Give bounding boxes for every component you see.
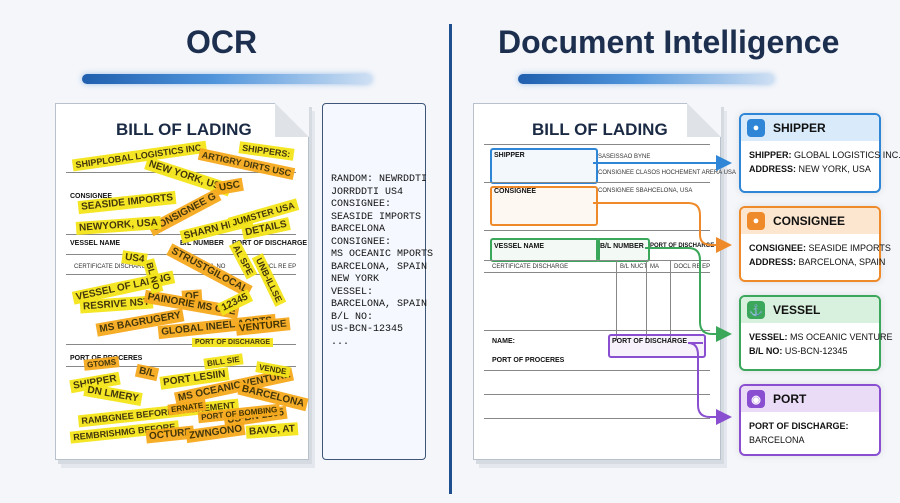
bl-field-box: [596, 238, 650, 262]
rule: [616, 260, 617, 340]
ocr-output-panel: RANDOM: NEWRDDTI JORRDDTI US4 CONSIGNEE:…: [322, 103, 433, 460]
card-value: SEASIDE IMPORTS: [806, 243, 891, 253]
ocr-document: BILL OF LADING CONSIGNEE VESSEL NAME B/L…: [55, 103, 309, 460]
consignee-field-box: [490, 186, 598, 226]
port-card-header: ◉ PORT: [741, 386, 879, 412]
document-intelligence-title: Document Intelligence: [498, 24, 840, 60]
vessel-label: VESSEL NAME: [494, 243, 545, 250]
rule: [484, 260, 710, 261]
rule: [66, 366, 296, 367]
vessel-connector: [645, 247, 732, 342]
card-key: SHIPPER:: [749, 150, 792, 160]
cert-label: CERTIFICATE DISCHARGE: [492, 264, 569, 270]
shipper-card-header: ● SHIPPER: [741, 115, 879, 141]
proceres-label: PORT OF PROCERES: [492, 357, 565, 364]
consignee-card-title: CONSIGNEE: [773, 214, 846, 228]
pod-field-box: [608, 334, 706, 358]
pod-small-label: DOCL RE EP: [674, 264, 711, 270]
bl-small-label: B/L NUCT: [620, 264, 648, 270]
rule: [484, 144, 710, 145]
card-key: ADDRESS:: [749, 257, 797, 267]
card-value: BARCELONA: [749, 435, 805, 445]
ship-icon: ⚓: [747, 301, 765, 319]
rule: [66, 274, 296, 275]
card-key: ADDRESS:: [749, 164, 797, 174]
rule: [66, 344, 296, 345]
consignee-connector: [593, 202, 732, 253]
vessel-card: ⚓ VESSEL VESSEL: MS OCEANIC VENTURE B/L …: [739, 295, 893, 371]
rule: [484, 394, 710, 395]
rule: [484, 370, 710, 371]
ocr-title: OCR: [186, 24, 258, 60]
shipper-label: SHIPPER: [494, 152, 525, 159]
consignee-small2: CONSIGNEE SBAHCELONA, USA: [598, 188, 693, 194]
rule: [484, 272, 710, 273]
card-value: NEW YORK, USA: [796, 164, 871, 174]
vessel-card-header: ⚓ VESSEL: [741, 297, 879, 323]
location-pin-icon: ◉: [747, 390, 765, 408]
doc-title: BILL OF LADING: [116, 120, 252, 139]
pod-small-label: DOCL RE EP: [260, 264, 297, 270]
consignee-label: CONSIGNEE: [494, 188, 537, 195]
shipper-field-box: [490, 148, 598, 184]
card-value: US-BCN-12345: [782, 346, 848, 356]
consignee-card-body: CONSIGNEE: SEASIDE IMPORTS ADDRESS: BARC…: [741, 234, 891, 276]
rule: [484, 330, 710, 331]
port-card-title: PORT: [773, 392, 807, 406]
card-value: GLOBAL LOGISTICS INC.: [791, 150, 900, 160]
consignee-card-header: ● CONSIGNEE: [741, 208, 879, 234]
consignee-card: ● CONSIGNEE CONSIGNEE: SEASIDE IMPORTS A…: [739, 206, 891, 282]
shipper-card: ● SHIPPER SHIPPER: GLOBAL LOGISTICS INC.…: [739, 113, 900, 193]
consignee-label: CONSIGNEE: [70, 193, 113, 200]
card-key: PORT OF DISCHARGE:: [749, 421, 849, 431]
port-card: ◉ PORT PORT OF DISCHARGE: BARCELONA: [739, 384, 881, 456]
m1-label: MA: [650, 264, 659, 270]
doc-title: BILL OF LADING: [532, 120, 668, 139]
cert-label: CERTIFICATE DISCHARGE: [74, 264, 151, 270]
ocr-output-text: RANDOM: NEWRDDTI JORRDDTI US4 CONSIGNEE:…: [331, 174, 434, 348]
rule: [484, 182, 710, 183]
port-connector: [687, 342, 732, 425]
shipper-small: SASEISSAO BYNE: [598, 154, 651, 160]
center-divider: [449, 24, 452, 494]
consignee-small: CONSIGNEE CLASOS HOCHEMENT ARERA USA: [598, 170, 736, 176]
rule: [484, 418, 710, 419]
bl-label: B/L NUMBER: [600, 243, 644, 250]
pod-label: PORT OF DISCHARGE: [650, 243, 715, 249]
card-value: MS OCEANIC VENTURE: [787, 332, 893, 342]
shipper-card-body: SHIPPER: GLOBAL LOGISTICS INC. ADDRESS: …: [741, 141, 900, 183]
vessel-label: VESSEL NAME: [70, 240, 121, 247]
bl-label: B/L NUMBER: [180, 240, 224, 247]
card-key: CONSIGNEE:: [749, 243, 807, 253]
person-icon: ●: [747, 119, 765, 137]
pod-field-label: PORT OF DISCHARGE: [612, 338, 688, 345]
rule: [670, 260, 671, 340]
pod-label: PORT OF DISCHARGE: [232, 240, 308, 247]
shipper-card-title: SHIPPER: [773, 121, 826, 135]
person-icon: ●: [747, 212, 765, 230]
port-card-body: PORT OF DISCHARGE: BARCELONA: [741, 412, 879, 454]
ocr-title-underline: [82, 74, 372, 84]
card-key: VESSEL:: [749, 332, 788, 342]
rule: [646, 260, 647, 340]
card-value: BARCELONA, SPAIN: [796, 257, 886, 267]
vessel-field-box: [490, 238, 600, 262]
di-title-underline: [518, 74, 774, 84]
card-key: B/L NO:: [749, 346, 783, 356]
vessel-card-body: VESSEL: MS OCEANIC VENTURE B/L NO: US-BC…: [741, 323, 893, 365]
vessel-card-title: VESSEL: [773, 303, 821, 317]
ocr-highlight: PORT OF DISCHARGE: [192, 338, 274, 347]
name-label: NAME:: [492, 338, 515, 345]
rule: [484, 230, 710, 231]
